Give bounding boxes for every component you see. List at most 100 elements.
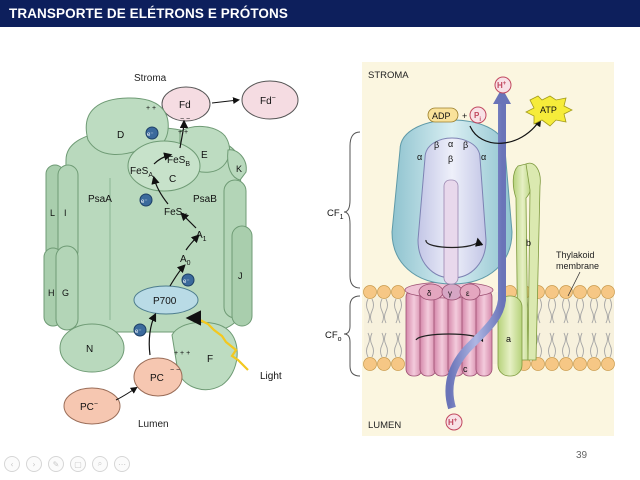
lipid-head	[391, 285, 405, 299]
lipid-tail	[562, 298, 570, 324]
lipid-head	[363, 357, 377, 371]
lipid-head	[587, 285, 601, 299]
pc-ellipse	[133, 357, 183, 397]
beta-label-2: β	[463, 140, 468, 150]
lipid-tail	[590, 298, 598, 324]
photosystem-i-diagram: Stroma Fd Fd− D E C K L I H G J	[43, 73, 299, 430]
lipid-head	[601, 357, 615, 371]
cf1-label: CF1	[327, 208, 344, 221]
svg-text:e⁻: e⁻	[141, 199, 148, 205]
thylakoid-membrane-label-2: membrane	[556, 261, 599, 271]
lipid-head	[363, 285, 377, 299]
page-number: 39	[576, 450, 588, 461]
lipid-head	[377, 357, 391, 371]
next-slide-button[interactable]: ›	[26, 456, 42, 472]
fd-minus-charges: − −	[180, 116, 190, 123]
pi-label: Pi	[474, 111, 481, 123]
a0-label: A0	[180, 254, 191, 267]
see-all-slides-button[interactable]: ▢	[70, 456, 86, 472]
subunit-d-label: D	[117, 130, 124, 141]
beta-label-3: β	[448, 154, 453, 164]
gamma-subunit	[441, 283, 463, 301]
lipid-tail	[394, 332, 402, 358]
proton-top-icon: H+	[494, 76, 512, 94]
epsilon-subunit	[459, 283, 481, 301]
lipid-tail	[548, 298, 556, 324]
stroma-label: Stroma	[134, 73, 167, 84]
svg-text:e⁻: e⁻	[183, 279, 190, 285]
fesb-to-fd-arrow	[179, 119, 189, 149]
lumen-label: Lumen	[138, 419, 169, 430]
cf1-bracket	[343, 131, 361, 289]
subunit-g-label: G	[62, 288, 69, 298]
pc-reduced-label: PC−	[80, 401, 98, 413]
lipid-tail	[562, 332, 570, 358]
fesx-to-fesa-arrow	[151, 175, 169, 205]
p700-label: P700	[153, 296, 177, 307]
pc-minus-charges: − −	[170, 367, 180, 374]
atp-synthase-diagram: STROMA LUMEN CF1 CFo c δ γ	[325, 62, 615, 436]
lipid-head	[573, 357, 587, 371]
light-label: Light	[260, 371, 282, 382]
stroma-plus-charges: + +	[146, 105, 156, 112]
proton-arrow-head	[493, 88, 511, 104]
more-options-button[interactable]: ⋯	[114, 456, 130, 472]
subunit-n-label: N	[86, 344, 93, 355]
lipid-head	[391, 357, 405, 371]
subunit-i-label: I	[64, 208, 67, 218]
c-subunit-label: c	[463, 364, 468, 374]
pc-reduced-ellipse	[63, 387, 121, 425]
stroma-plus-charges-2: + +	[178, 129, 188, 136]
lipid-tail	[366, 332, 374, 358]
plus-sign: +	[462, 111, 467, 121]
lipid-tail	[604, 298, 612, 324]
subunit-l-label: L	[50, 208, 55, 218]
a0-to-a1-arrow	[185, 234, 200, 251]
previous-slide-button[interactable]: ‹	[4, 456, 20, 472]
fesa-to-fesb-arrow	[153, 152, 173, 165]
cf1-rotation-arrow	[425, 237, 484, 249]
adp-box	[427, 107, 459, 123]
adp-label: ADP	[432, 111, 451, 121]
fd-to-fd-minus-arrow	[211, 97, 240, 105]
subunit-c-label: C	[169, 174, 176, 185]
fd-reduced-ellipse	[241, 80, 299, 120]
svg-text:e⁻: e⁻	[147, 132, 154, 138]
zoom-button[interactable]: ⌕	[92, 456, 108, 472]
subunit-c	[127, 140, 201, 192]
slide-title: TRANSPORTE DE ELÉTRONS E PRÓTONS	[9, 6, 288, 21]
slide-diagram: Stroma Fd Fd− D E C K L I H G J	[43, 62, 615, 436]
lipid-tail	[604, 332, 612, 358]
subunit-d	[85, 97, 169, 155]
lipid-tail	[590, 332, 598, 358]
electron-icon: e⁻	[133, 323, 147, 337]
subunit-k-label: K	[236, 164, 242, 174]
pen-tool-button[interactable]: ✎	[48, 456, 64, 472]
a1-to-fesx-arrow	[180, 212, 197, 229]
subunit-h-label: H	[48, 288, 55, 298]
fd-label: Fd	[179, 100, 191, 111]
psaa-label: PsaA	[88, 194, 112, 205]
synthesis-arrow	[469, 118, 542, 144]
lipid-tail	[380, 332, 388, 358]
p700-to-a0-arrow	[169, 264, 186, 287]
lumen-plus-charges: + + +	[174, 350, 190, 357]
lipid-tail	[366, 298, 374, 324]
lipid-head	[601, 285, 615, 299]
alpha-label-3: α	[448, 139, 453, 149]
proton-bottom-icon: H+	[445, 413, 463, 431]
a-subunit	[497, 295, 523, 377]
light-bolt-icon	[185, 310, 249, 371]
atp-label: ATP	[540, 105, 557, 115]
lipid-head	[587, 357, 601, 371]
pc-minus-to-pc-arrow	[115, 386, 138, 401]
lipid-head	[531, 357, 545, 371]
subunit-k	[227, 149, 247, 181]
electron-icon: e⁻	[181, 273, 195, 287]
lipid-head	[545, 285, 559, 299]
electron-path-arrow	[148, 312, 157, 356]
svg-text:H+: H+	[448, 418, 458, 427]
cf0-bracket	[343, 295, 361, 377]
slideshow-toolbar: ‹ › ✎ ▢ ⌕ ⋯	[4, 456, 130, 474]
lumen-caps-label: LUMEN	[368, 420, 401, 431]
